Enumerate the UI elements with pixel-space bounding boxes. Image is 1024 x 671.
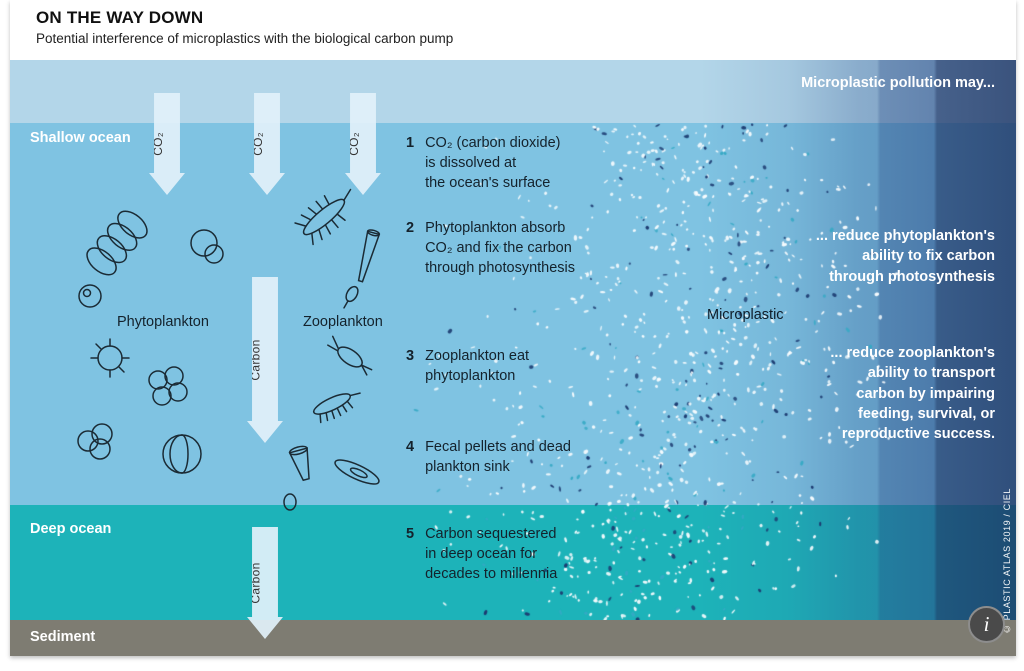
- step-4: 4 Fecal pellets and dead plankton sink: [406, 437, 571, 477]
- step-number: 1: [406, 135, 415, 151]
- phytoplankton-illustration: [77, 210, 224, 474]
- zooplankton-illustration: [283, 188, 381, 511]
- shallow-ocean-label: Shallow ocean: [30, 130, 131, 146]
- step-1: 1 CO₂ (carbon dioxide) is dissolved at t…: [406, 133, 560, 193]
- impact-note-zooplankton: ... reduce zooplankton's ability to tran…: [830, 345, 995, 443]
- sediment-band: [10, 620, 1016, 656]
- impact-heading: Microplastic pollution may...: [801, 75, 995, 91]
- step-text: Zooplankton eat phytoplankton: [425, 348, 530, 384]
- diagram-area: ON THE WAY DOWN Potential interference o…: [10, 0, 1016, 656]
- zooplankton-label: Zooplankton: [303, 314, 383, 330]
- step-2: 2 Phytoplankton absorb CO₂ and fix the c…: [406, 218, 575, 278]
- sediment-label: Sediment: [30, 629, 96, 645]
- co2-arrow-label: CO₂: [151, 132, 165, 156]
- credit-text: © PLASTIC ATLAS 2019 / CIEL: [1002, 487, 1012, 634]
- step-number: 4: [406, 439, 415, 455]
- impact-note-phytoplankton: ... reduce phytoplankton's ability to fi…: [815, 228, 995, 285]
- step-text: Carbon sequestered in deep ocean for dec…: [425, 526, 558, 582]
- step-3: 3 Zooplankton eat phytoplankton: [406, 346, 529, 386]
- info-button[interactable]: i: [968, 606, 1005, 643]
- page-title: ON THE WAY DOWN: [36, 8, 204, 27]
- step-5: 5 Carbon sequestered in deep ocean for d…: [406, 524, 557, 584]
- deep-ocean-label: Deep ocean: [30, 521, 112, 537]
- step-number: 2: [406, 220, 415, 236]
- carbon-arrow-label: Carbon: [249, 562, 264, 604]
- microplastic-label: Microplastic: [707, 307, 784, 323]
- microplastic-cloud: [390, 123, 900, 620]
- step-text: Fecal pellets and dead plankton sink: [425, 439, 571, 475]
- step-text: Phytoplankton absorb CO₂ and fix the car…: [425, 220, 576, 276]
- phytoplankton-label: Phytoplankton: [117, 314, 209, 330]
- co2-arrow: CO₂: [345, 93, 381, 195]
- step-text: CO₂ (carbon dioxide) is dissolved at the…: [425, 135, 561, 191]
- co2-arrow: CO₂: [249, 93, 285, 195]
- co2-arrow-label: CO₂: [251, 132, 265, 156]
- step-number: 5: [406, 526, 415, 542]
- carbon-arrow-deep: Carbon: [247, 527, 283, 639]
- co2-arrow: CO₂: [149, 93, 185, 195]
- carbon-arrow-shallow: Carbon: [247, 277, 283, 443]
- co2-arrow-label: CO₂: [347, 132, 361, 156]
- page-subtitle: Potential interference of microplastics …: [36, 31, 454, 46]
- step-number: 3: [406, 348, 415, 364]
